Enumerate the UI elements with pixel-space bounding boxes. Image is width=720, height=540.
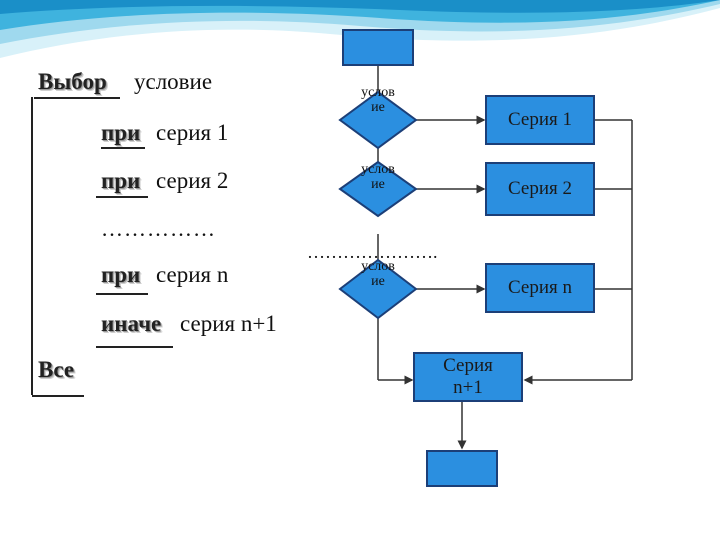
underline bbox=[96, 346, 173, 348]
underline bbox=[96, 293, 148, 295]
when-n-series-text: серия n bbox=[156, 262, 229, 287]
when-1-series-text: серия 1 bbox=[156, 120, 229, 145]
condition-diamond-1 bbox=[338, 90, 418, 150]
choice-condition-text: условие bbox=[134, 69, 213, 94]
when-2-series-text: серия 2 bbox=[156, 168, 229, 193]
series-2-box: Серия 2 bbox=[485, 162, 595, 216]
keyword-when-1: при bbox=[101, 120, 141, 145]
flow-ellipsis: …………………. bbox=[307, 242, 438, 262]
underline bbox=[34, 97, 120, 99]
keyword-choice: Выбор bbox=[38, 69, 107, 94]
pseudocode-ellipsis: …………… bbox=[101, 216, 216, 241]
pseudocode-bracket-line bbox=[31, 97, 33, 395]
condition-diamond-n bbox=[338, 258, 418, 320]
keyword-when-n: при bbox=[101, 262, 141, 287]
underline bbox=[32, 395, 84, 397]
underline bbox=[101, 147, 145, 149]
flow-end-block bbox=[426, 450, 498, 487]
condition-diamond-2 bbox=[338, 160, 418, 218]
series-1-box: Серия 1 bbox=[485, 95, 595, 145]
series-n-plus-1-box: Серия n+1 bbox=[413, 352, 523, 402]
underline bbox=[96, 196, 148, 198]
condition-label-2: условие bbox=[361, 162, 395, 193]
keyword-end: Все bbox=[38, 357, 75, 382]
condition-label-n: условие bbox=[361, 259, 395, 290]
condition-label-1: условие bbox=[361, 85, 395, 116]
flow-start-block bbox=[342, 29, 414, 66]
series-n-box: Серия n bbox=[485, 263, 595, 313]
keyword-when-2: при bbox=[101, 168, 141, 193]
keyword-else: иначе bbox=[101, 311, 162, 336]
else-series-text: серия n+1 bbox=[180, 311, 277, 336]
